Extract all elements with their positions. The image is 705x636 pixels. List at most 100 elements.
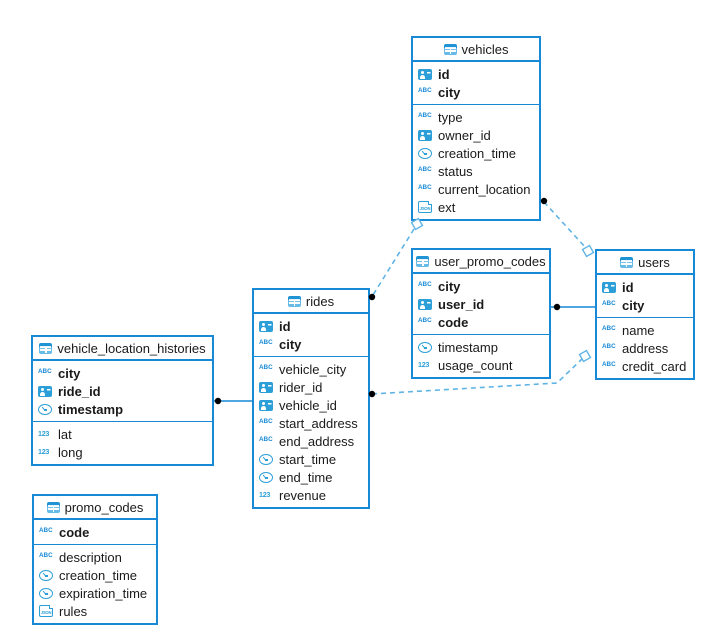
table-row[interactable]: city xyxy=(254,335,368,353)
table-users[interactable]: users id city name address credit_card xyxy=(595,249,695,380)
field-label: code xyxy=(438,314,469,330)
timestamp-icon xyxy=(418,341,432,353)
table-row[interactable]: name xyxy=(597,321,693,339)
table-row[interactable]: city xyxy=(413,277,549,295)
table-row[interactable]: vehicle_city xyxy=(254,360,368,378)
string-icon xyxy=(602,360,616,372)
table-row[interactable]: rules xyxy=(34,602,156,620)
table-row[interactable]: creation_time xyxy=(413,144,539,162)
table-header[interactable]: vehicle_location_histories xyxy=(33,337,212,361)
key-section: id city xyxy=(413,62,539,105)
table-row[interactable]: owner_id xyxy=(413,126,539,144)
string-icon xyxy=(418,280,432,292)
string-icon xyxy=(259,417,273,429)
relation-rides-vehicles[interactable] xyxy=(368,217,424,301)
table-title: vehicles xyxy=(461,41,509,57)
relation-dot-endpoint xyxy=(214,397,222,405)
table-row[interactable]: city xyxy=(597,296,693,314)
table-header[interactable]: promo_codes xyxy=(34,496,156,520)
table-row[interactable]: description xyxy=(34,548,156,566)
table-row[interactable]: status xyxy=(413,162,539,180)
field-label: city xyxy=(438,84,461,100)
table-title: promo_codes xyxy=(64,499,144,515)
table-row[interactable]: start_time xyxy=(254,450,368,468)
table-row[interactable]: id xyxy=(597,278,693,296)
table-title: rides xyxy=(305,293,335,309)
column-section: timestamp usage_count xyxy=(413,335,549,377)
table-row[interactable]: credit_card xyxy=(597,357,693,375)
field-label: lat xyxy=(58,426,72,442)
number-icon xyxy=(38,428,52,440)
table-row[interactable]: city xyxy=(413,83,539,101)
field-label: rider_id xyxy=(279,379,323,395)
table-row[interactable]: type xyxy=(413,108,539,126)
json-icon xyxy=(418,200,433,213)
table-row[interactable]: city xyxy=(33,364,212,382)
field-label: city xyxy=(279,336,302,352)
string-icon xyxy=(259,338,273,350)
table-row[interactable]: code xyxy=(413,313,549,331)
table-header[interactable]: user_promo_codes xyxy=(413,250,549,274)
table-row[interactable]: code xyxy=(34,523,156,541)
table-row[interactable]: user_id xyxy=(413,295,549,313)
table-user-promo-codes[interactable]: user_promo_codes city user_id code times… xyxy=(411,248,551,379)
field-label: current_location xyxy=(438,181,531,197)
table-row[interactable]: usage_count xyxy=(413,356,549,374)
table-row[interactable]: creation_time xyxy=(34,566,156,584)
table-row[interactable]: end_address xyxy=(254,432,368,450)
string-icon xyxy=(418,183,432,195)
key-section: city user_id code xyxy=(413,274,549,335)
table-row[interactable]: timestamp xyxy=(33,400,212,418)
uuid-icon xyxy=(38,385,52,397)
table-header[interactable]: vehicles xyxy=(413,38,539,62)
table-row[interactable]: revenue xyxy=(254,486,368,504)
relation-diamond-endpoint xyxy=(410,217,424,231)
uuid-icon xyxy=(259,399,273,411)
table-rides[interactable]: rides id city vehicle_city rider_id vehi… xyxy=(252,288,370,509)
table-row[interactable]: address xyxy=(597,339,693,357)
column-section: type owner_id creation_time status curre… xyxy=(413,105,539,219)
table-icon xyxy=(46,501,60,513)
table-row[interactable]: ext xyxy=(413,198,539,216)
uuid-icon xyxy=(259,320,273,332)
relation-vehicle-location-histories-rides[interactable] xyxy=(214,397,252,405)
table-row[interactable]: rider_id xyxy=(254,378,368,396)
column-section: vehicle_city rider_id vehicle_id start_a… xyxy=(254,357,368,507)
table-row[interactable]: timestamp xyxy=(413,338,549,356)
field-label: owner_id xyxy=(438,127,491,143)
uuid-icon xyxy=(418,298,432,310)
table-icon xyxy=(287,295,301,307)
table-header[interactable]: users xyxy=(597,251,693,275)
table-row[interactable]: id xyxy=(254,317,368,335)
number-icon xyxy=(259,489,273,501)
relation-user-promo-codes-users[interactable] xyxy=(551,303,595,311)
field-label: city xyxy=(622,297,645,313)
table-header[interactable]: rides xyxy=(254,290,368,314)
table-icon xyxy=(416,255,430,267)
table-row[interactable]: end_time xyxy=(254,468,368,486)
field-label: rules xyxy=(59,603,88,619)
table-row[interactable]: ride_id xyxy=(33,382,212,400)
table-row[interactable]: vehicle_id xyxy=(254,396,368,414)
uuid-icon xyxy=(259,381,273,393)
relation-vehicles-users[interactable] xyxy=(540,197,595,258)
table-row[interactable]: start_address xyxy=(254,414,368,432)
number-icon xyxy=(418,359,432,371)
table-vehicles[interactable]: vehicles id city type owner_id creation_… xyxy=(411,36,541,221)
table-title: vehicle_location_histories xyxy=(57,340,206,356)
relation-rides-users[interactable] xyxy=(368,349,592,398)
table-promo-codes[interactable]: promo_codes code description creation_ti… xyxy=(32,494,158,625)
table-row[interactable]: lat xyxy=(33,425,212,443)
table-row[interactable]: expiration_time xyxy=(34,584,156,602)
table-row[interactable]: id xyxy=(413,65,539,83)
string-icon xyxy=(259,435,273,447)
uuid-icon xyxy=(602,281,616,293)
table-row[interactable]: long xyxy=(33,443,212,461)
field-label: expiration_time xyxy=(59,585,148,601)
table-icon xyxy=(443,43,457,55)
table-row[interactable]: current_location xyxy=(413,180,539,198)
string-icon xyxy=(39,551,53,563)
table-vehicle-location-histories[interactable]: vehicle_location_histories city ride_id … xyxy=(31,335,214,466)
